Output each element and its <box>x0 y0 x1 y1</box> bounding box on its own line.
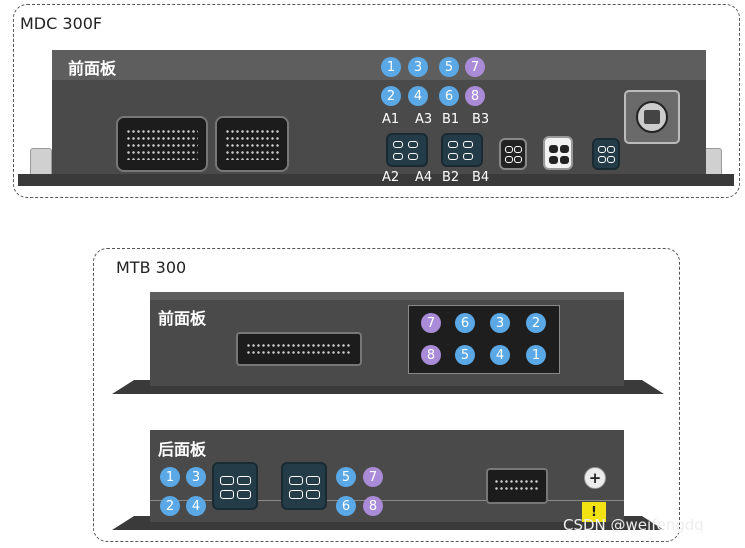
mtb-rear-port-circle: 4 <box>186 496 206 516</box>
warning-label-icon: ! <box>582 502 606 522</box>
mdc-port-circle: 8 <box>465 86 485 106</box>
mtb-front-port-circle: 3 <box>490 313 510 333</box>
mtb-rear-port-circle: 6 <box>336 496 356 516</box>
mtb-front-label: 前面板 <box>158 309 207 328</box>
mtb-rear-port-circle: 2 <box>160 496 180 516</box>
mdc-big-connector-2 <box>215 116 289 172</box>
mdc-panel-header <box>52 50 706 80</box>
mtb-rear-connector <box>486 468 548 504</box>
mdc-group-frame <box>13 4 740 198</box>
mtb-rear-ethernet-connector-b <box>281 462 327 510</box>
watermark: CSDN @weifengdq <box>563 516 704 534</box>
mtb-front-big-connector <box>236 332 362 366</box>
mdc-port-circle: 3 <box>408 57 428 77</box>
mdc-port-label: A3 <box>415 112 433 127</box>
mtb-front-port-circle: 4 <box>490 345 510 365</box>
mdc-rj45-port <box>624 90 680 144</box>
mdc-ethernet-connector-a <box>386 133 428 167</box>
mdc-port-label: A2 <box>382 170 400 185</box>
mtb-rear-port-circle: 7 <box>363 467 383 487</box>
mdc-port-circle: 4 <box>408 86 428 106</box>
mtb-group-frame <box>93 248 680 542</box>
mdc-port-label: A1 <box>382 112 400 127</box>
mtb-rear-port-circle: 1 <box>160 467 180 487</box>
mdc-title: MDC 300F <box>20 14 103 33</box>
mdc-big-connector-1 <box>116 116 208 172</box>
mtb-rear-divider <box>150 500 624 501</box>
mtb-front-port-circle: 1 <box>526 345 546 365</box>
mdc-small-connector-black <box>499 138 527 170</box>
mtb-front-port-circle: 6 <box>455 313 475 333</box>
mdc-port-circle: 5 <box>439 57 459 77</box>
mtb-front-port-circle: 5 <box>455 345 475 365</box>
mdc-ethernet-connector-b <box>441 133 483 167</box>
mtb-title: MTB 300 <box>116 258 187 277</box>
mtb-rear-port-circle: 5 <box>336 467 356 487</box>
ground-screw-icon: + <box>584 467 606 489</box>
mdc-small-connector-white <box>543 136 573 170</box>
mdc-port-circle: 7 <box>465 57 485 77</box>
mdc-panel-label: 前面板 <box>68 59 117 78</box>
mdc-port-label: B2 <box>442 170 460 185</box>
mdc-panel-base <box>18 174 734 186</box>
mtb-front-port-circle: 2 <box>526 313 546 333</box>
mtb-front-header <box>150 292 624 300</box>
mtb-front-port-circle: 8 <box>421 345 441 365</box>
mdc-port-circle: 6 <box>439 86 459 106</box>
mtb-front-port-circle: 7 <box>421 313 441 333</box>
mdc-port-label: B3 <box>472 112 490 127</box>
mtb-rear-port-circle: 8 <box>363 496 383 516</box>
mtb-rear-label: 后面板 <box>158 440 207 459</box>
mdc-port-circle: 1 <box>381 57 401 77</box>
mtb-rear-port-circle: 3 <box>186 467 206 487</box>
mdc-port-circle: 2 <box>381 86 401 106</box>
mdc-small-connector-teal <box>592 138 620 170</box>
mdc-port-label: A4 <box>415 170 433 185</box>
mdc-port-label: B1 <box>442 112 460 127</box>
mtb-rear-ethernet-connector-a <box>212 462 258 510</box>
mdc-port-label: B4 <box>472 170 490 185</box>
